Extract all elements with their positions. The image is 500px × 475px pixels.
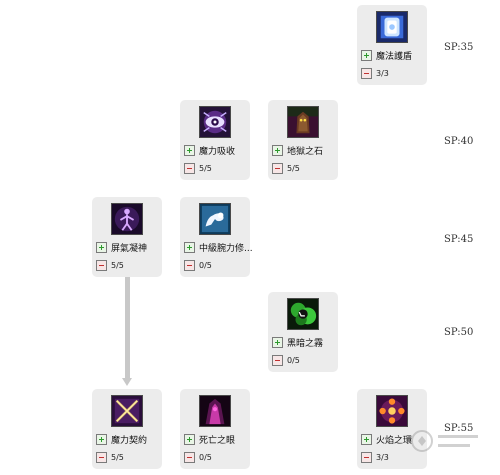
death-eye-icon[interactable] <box>199 395 231 427</box>
sp-label-40: SP:40 <box>444 136 474 147</box>
skill-level-count: 3/3 <box>376 452 389 462</box>
add-point-button[interactable] <box>184 144 195 156</box>
remove-point-button[interactable] <box>96 259 107 271</box>
skill-level-count: 5/5 <box>111 452 124 462</box>
skill-level-count: 5/5 <box>287 163 300 173</box>
skill-card-fire-ring[interactable]: 火焰之環 3/3 <box>357 389 427 469</box>
remove-point-button[interactable] <box>361 451 372 463</box>
skill-name: 火焰之環 <box>376 435 413 446</box>
sp-label-35: SP:35 <box>444 42 474 53</box>
skill-card-intermediate-strength[interactable]: 中級腕力修... 0/5 <box>180 197 253 277</box>
dark-fog-icon[interactable] <box>287 298 319 330</box>
remove-point-button[interactable] <box>184 451 195 463</box>
skill-level-count: 0/5 <box>199 260 212 270</box>
shield-icon[interactable] <box>376 11 408 43</box>
skill-card-magic-shield[interactable]: 魔法護盾 3/3 <box>357 5 427 85</box>
demon-stone-icon[interactable] <box>287 106 319 138</box>
skill-level-count: 0/5 <box>287 355 300 365</box>
skill-card-mana-absorb[interactable]: 魔力吸收 5/5 <box>180 100 250 180</box>
add-point-button[interactable] <box>184 433 195 445</box>
sp-label-50: SP:50 <box>444 327 474 338</box>
add-point-button[interactable] <box>272 336 283 348</box>
remove-point-button[interactable] <box>184 259 195 271</box>
skill-level-count: 5/5 <box>199 163 212 173</box>
skill-card-mana-contract[interactable]: 魔力契約 5/5 <box>92 389 162 469</box>
add-point-button[interactable] <box>272 144 283 156</box>
fire-ring-icon[interactable] <box>376 395 408 427</box>
skill-card-death-eye[interactable]: 死亡之眼 0/5 <box>180 389 250 469</box>
skill-name: 黑暗之霧 <box>287 338 324 349</box>
skill-name: 中級腕力修... <box>199 243 253 254</box>
skill-card-concentration[interactable]: 屏氣凝神 5/5 <box>92 197 162 277</box>
skill-level-count: 0/5 <box>199 452 212 462</box>
sp-label-55: SP:55 <box>444 423 474 434</box>
remove-point-button[interactable] <box>272 354 283 366</box>
add-point-button[interactable] <box>361 433 372 445</box>
remove-point-button[interactable] <box>272 162 283 174</box>
remove-point-button[interactable] <box>184 162 195 174</box>
skill-level-count: 5/5 <box>111 260 124 270</box>
skill-name: 地獄之石 <box>287 146 324 157</box>
skill-name: 死亡之眼 <box>199 435 236 446</box>
skill-name: 魔力吸收 <box>199 146 236 157</box>
crossed-swords-icon[interactable] <box>111 395 143 427</box>
skill-card-dark-fog[interactable]: 黑暗之霧 0/5 <box>268 292 338 372</box>
skill-name: 魔力契約 <box>111 435 148 446</box>
watermark-logo <box>411 430 478 452</box>
skill-card-hell-stone[interactable]: 地獄之石 5/5 <box>268 100 338 180</box>
skill-name: 屏氣凝神 <box>111 243 148 254</box>
add-point-button[interactable] <box>361 49 372 61</box>
remove-point-button[interactable] <box>361 67 372 79</box>
add-point-button[interactable] <box>184 241 195 253</box>
add-point-button[interactable] <box>96 241 107 253</box>
prerequisite-arrow-icon <box>122 378 132 386</box>
skill-level-count: 3/3 <box>376 68 389 78</box>
prerequisite-connector <box>125 276 130 380</box>
meditation-figure-icon[interactable] <box>111 203 143 235</box>
remove-point-button[interactable] <box>96 451 107 463</box>
muscle-arm-icon[interactable] <box>199 203 231 235</box>
add-point-button[interactable] <box>96 433 107 445</box>
eye-orb-icon[interactable] <box>199 106 231 138</box>
sp-label-45: SP:45 <box>444 234 474 245</box>
skill-name: 魔法護盾 <box>376 51 413 62</box>
